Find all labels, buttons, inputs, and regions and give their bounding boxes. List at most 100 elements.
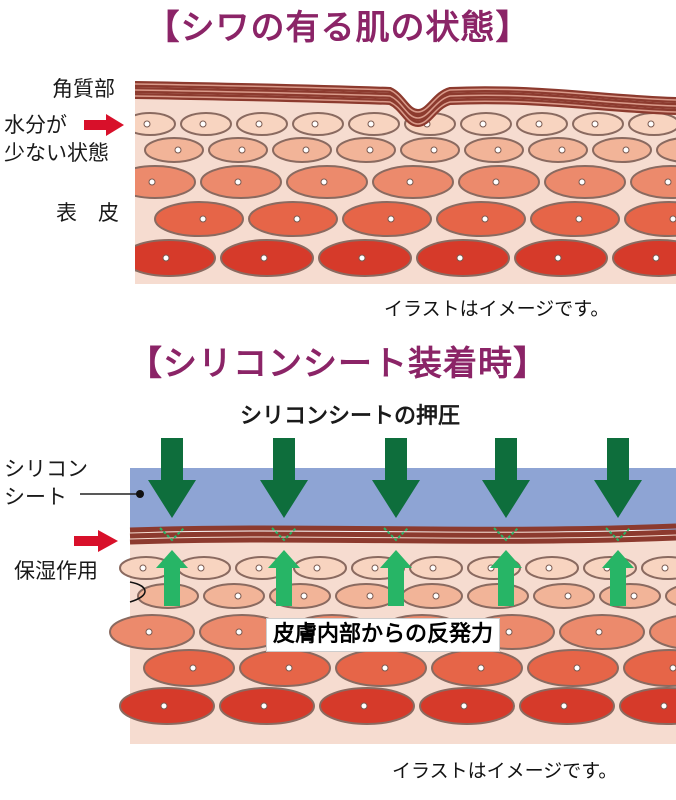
cell-nucleus [238,146,246,154]
surface-spread-icon [159,527,185,542]
skin-cell [154,201,244,237]
cell-nucleus [260,702,268,710]
skin-cell [592,137,652,163]
skin-cell [619,687,676,725]
skin-cell [623,649,676,687]
stratum-corneum-layer [129,523,676,533]
cell-nucleus [145,628,153,636]
skin-cell [630,165,676,199]
skin-cell [649,615,676,649]
cell-nucleus [477,664,485,672]
cell-nucleus [300,592,308,600]
cell-nucleus [143,120,151,128]
skin-cell [431,649,523,687]
cell-nucleus [366,146,374,154]
skin-cell [135,112,176,136]
skin-cell [436,201,526,237]
skin-cell [599,583,661,609]
cell-nucleus [456,254,464,262]
cell-nucleus [660,702,668,710]
cell-nucleus [554,254,562,262]
cell-nucleus [189,664,197,672]
skin-cell [401,583,463,609]
skin-cell [665,585,676,607]
cell-nucleus [255,120,263,128]
cell-nucleus [234,178,242,186]
pressure-arrow-icon [594,438,642,518]
cell-nucleus [564,592,572,600]
cell-nucleus [285,664,293,672]
cell-nucleus [652,254,660,262]
cell-nucleus [160,702,168,710]
skin-cell [527,649,619,687]
sheet-pressure-label: シリコンシートの押圧 [240,404,461,429]
skin-cell [203,583,265,609]
cell-nucleus [669,215,676,223]
red-pointer-arrow-icon [74,530,118,552]
low-moisture-label-line1: 水分が [4,113,67,137]
cell-nucleus [560,702,568,710]
skin-cell [272,137,332,163]
moisture-contour [129,581,146,603]
stratum-corneum-highlight [135,95,676,125]
cell-nucleus [302,146,310,154]
cell-nucleus [148,178,156,186]
cell-nucleus [622,146,630,154]
silicone-sheet-label-line1: シリコン [4,457,88,481]
cell-nucleus [313,564,321,572]
cell-nucleus [311,120,319,128]
cell-nucleus [387,215,395,223]
skin-cell [248,201,338,237]
wrinkled-skin-illustration [135,76,676,284]
cell-nucleus [139,564,147,572]
cell-nucleus [558,146,566,154]
moisturizing-effect-label: 保湿作用 [14,559,98,583]
cell-nucleus [199,215,207,223]
cell-nucleus [575,215,583,223]
cell-nucleus [366,592,374,600]
cell-nucleus [578,178,586,186]
pressure-arrow-icon [148,438,196,518]
cell-nucleus [235,628,243,636]
cell-nucleus [492,178,500,186]
skin-cell [208,137,268,163]
cell-nucleus [664,178,672,186]
cell-nucleus [371,564,379,572]
cell-nucleus [360,702,368,710]
cell-nucleus [406,178,414,186]
skin-cell [533,583,595,609]
skin-cell [464,137,524,163]
cell-nucleus [494,146,502,154]
pressure-arrow-icon [482,438,530,518]
skin-cell [336,137,396,163]
rebound-arrow-icon [490,550,522,606]
rebound-arrow-icon [268,550,300,606]
red-pointer-arrow-icon [84,114,124,136]
silicone-sheet-label-line2: シート [4,485,67,509]
cell-nucleus [367,120,375,128]
cell-nucleus [320,178,328,186]
cell-nucleus [573,664,581,672]
stratum-corneum-highlight [135,83,676,113]
cell-nucleus [661,564,669,572]
surface-spread-icon [605,527,631,542]
internal-rebound-label: 皮膚内部からの反発力 [266,618,501,652]
skin-cell [641,556,676,580]
cell-nucleus [479,120,487,128]
cell-nucleus [481,215,489,223]
cell-nucleus [174,146,182,154]
skin-cell [528,137,588,163]
cell-nucleus [199,120,207,128]
surface-spread-icon [271,527,297,542]
cell-nucleus [381,664,389,672]
rebound-arrow-icon [380,550,412,606]
skin-cell [400,137,460,163]
stratum-corneum-label: 角質部 [52,77,115,101]
section1-disclaimer: イラストはイメージです。 [384,298,610,320]
rebound-arrow-icon [156,550,188,606]
cell-nucleus [591,120,599,128]
pressure-arrow-icon [372,438,420,518]
skin-cell [335,583,397,609]
skin-cell [143,649,235,687]
